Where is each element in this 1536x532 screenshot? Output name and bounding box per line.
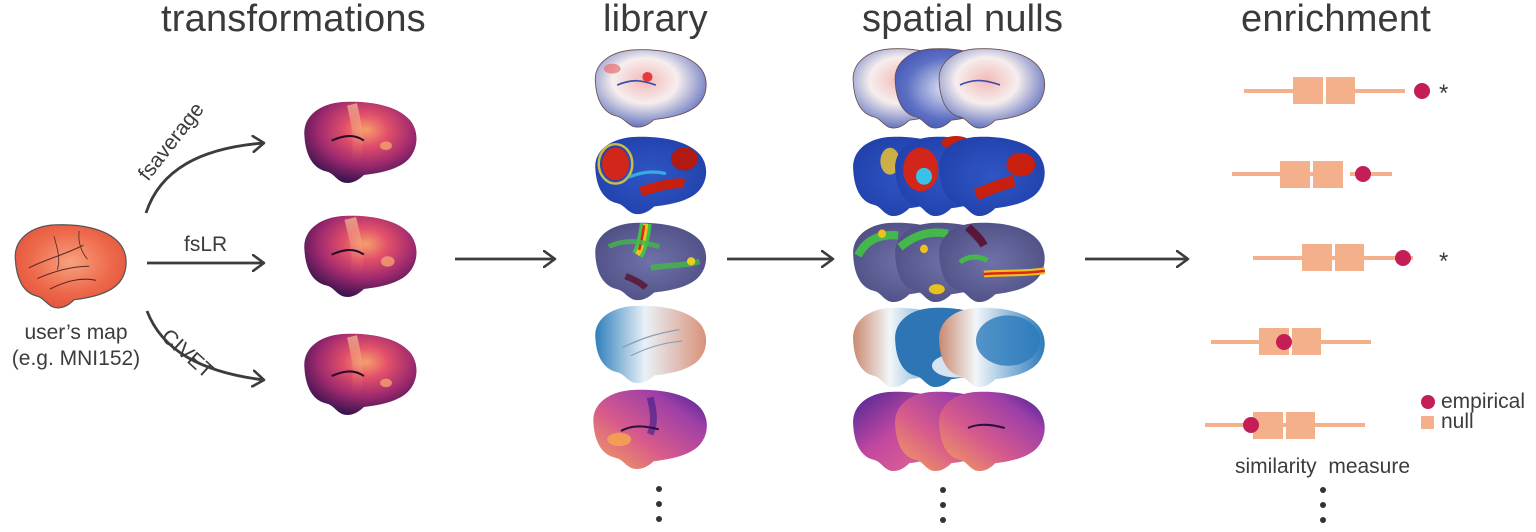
empirical-dot: [1276, 334, 1292, 350]
legend-null-label: null: [1441, 410, 1474, 433]
brain-fslr: [304, 215, 417, 297]
null-stack-4: [853, 307, 1045, 388]
empirical-dot: [1355, 166, 1371, 182]
title-library: library: [603, 0, 708, 40]
significance-star-row-1: *: [1439, 80, 1449, 107]
significance-star-row-3: *: [1439, 248, 1449, 275]
boxplot-row-2: [1232, 161, 1392, 188]
null-stack-5: [853, 391, 1045, 472]
library-brain-3: [595, 222, 707, 301]
label-fsaverage: fsaverage: [134, 98, 209, 185]
title-spatial-nulls: spatial nulls: [862, 0, 1064, 40]
enrichment-continuation-dots: [1320, 487, 1328, 532]
user-map-caption-line1: user’s map: [24, 321, 128, 344]
title-enrichment: enrichment: [1241, 0, 1431, 40]
user-map-caption-line2: (e.g. MNI152): [11, 347, 141, 370]
label-civet: CIVET: [157, 325, 218, 384]
boxplot-row-4: [1211, 328, 1371, 355]
enrichment-xlabel: similarity measure: [1235, 455, 1411, 478]
library-brain-5: [593, 389, 707, 470]
user-map-caption: user’s map (e.g. MNI152): [0, 320, 152, 372]
library-continuation-dots: [656, 486, 664, 531]
label-fslr: fsLR: [184, 233, 228, 256]
empirical-dot: [1395, 250, 1411, 266]
boxplot-row-1: [1244, 76, 1430, 105]
nulls-continuation-dots: [940, 487, 948, 532]
boxplot-row-5: [1205, 412, 1365, 439]
null-stack-2: [853, 136, 1045, 217]
empirical-dot: [1243, 417, 1259, 433]
null-stack-1: [852, 48, 1046, 129]
empirical-dot: [1414, 83, 1430, 99]
brain-civet: [304, 333, 417, 415]
legend-empirical-label: empirical: [1441, 390, 1526, 413]
library-brain-4: [595, 305, 707, 384]
legend-null: null: [1421, 410, 1474, 433]
boxplot-row-3: [1253, 244, 1413, 271]
title-transformations: transformations: [161, 0, 426, 40]
arrow-fsaverage: [144, 143, 264, 214]
arrow-civet: [145, 310, 264, 380]
empirical-dot-icon: [1421, 395, 1435, 409]
transform-arrows: [144, 143, 264, 380]
null-stack-3: [853, 222, 1046, 303]
library-brain-2: [595, 136, 707, 215]
null-square-icon: [1421, 415, 1434, 429]
user-map-brain: [14, 224, 127, 309]
brain-fsaverage: [304, 101, 417, 183]
library-brain-1: [594, 49, 707, 128]
legend-empirical: empirical: [1421, 390, 1526, 413]
